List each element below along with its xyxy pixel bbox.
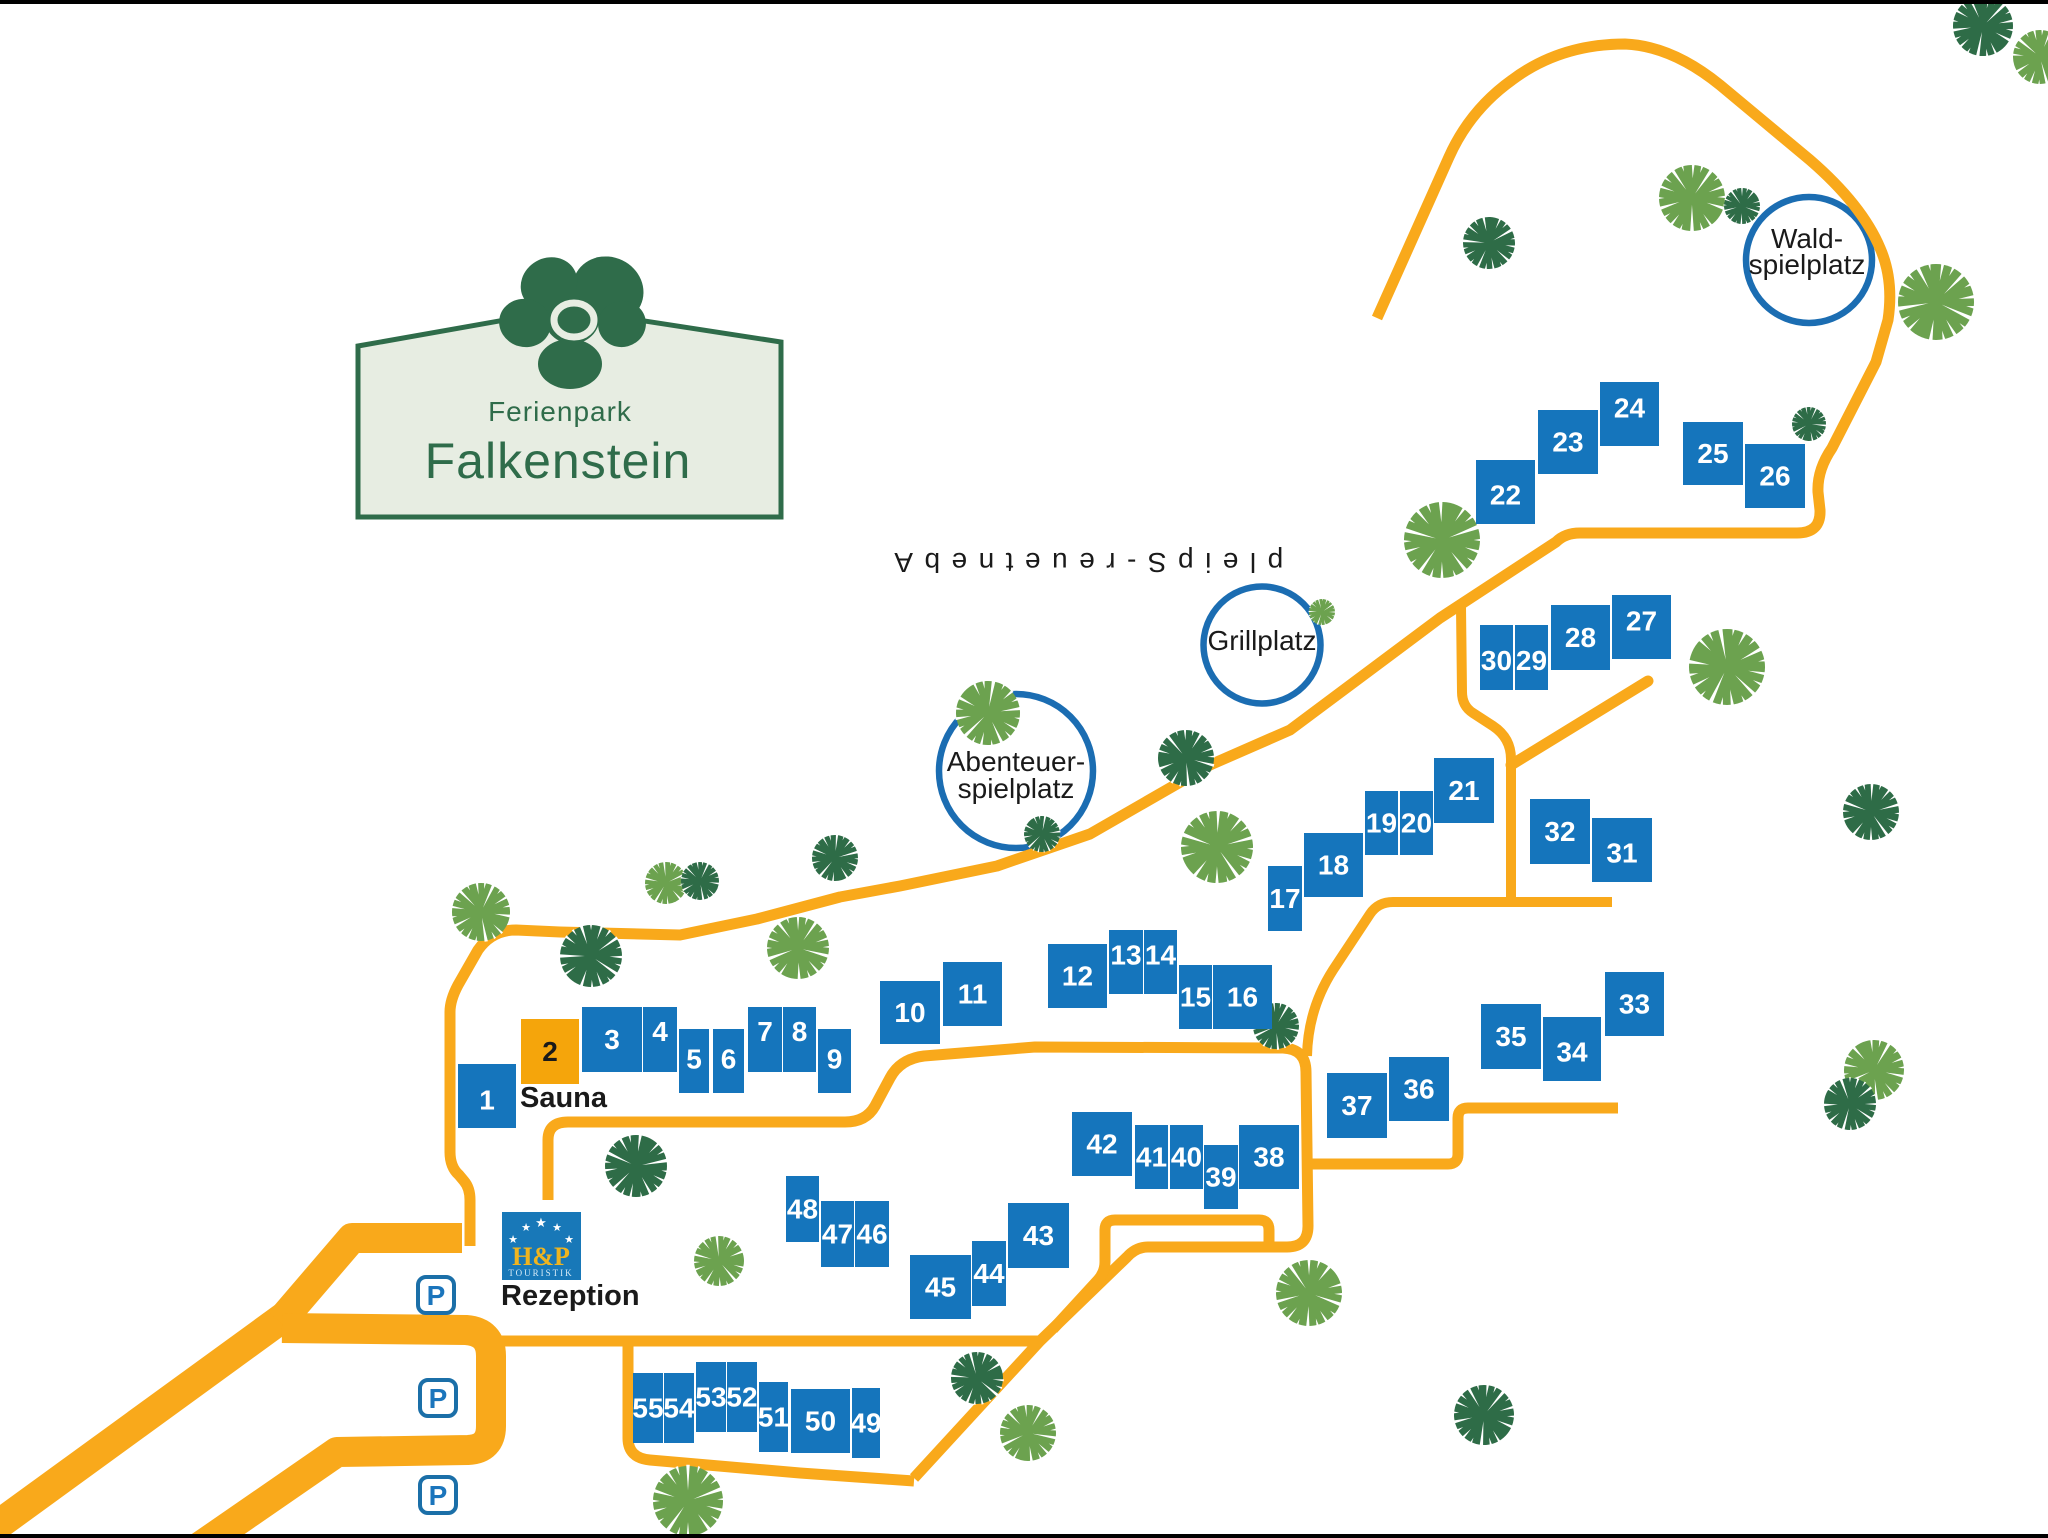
svg-text:P: P <box>429 1383 448 1414</box>
svg-text:30: 30 <box>1481 645 1512 676</box>
svg-text:3: 3 <box>604 1024 620 1055</box>
svg-text:32: 32 <box>1544 816 1575 847</box>
svg-text:Wald-: Wald- <box>1771 223 1843 254</box>
svg-text:11: 11 <box>958 979 988 1010</box>
svg-text:33: 33 <box>1619 989 1650 1020</box>
svg-text:1: 1 <box>479 1085 495 1116</box>
svg-text:23: 23 <box>1552 427 1583 458</box>
svg-text:pleipS-reuetnebA: pleipS-reuetnebA <box>883 547 1283 578</box>
svg-text:2: 2 <box>542 1036 558 1067</box>
svg-text:25: 25 <box>1697 438 1728 469</box>
svg-text:14: 14 <box>1145 940 1177 971</box>
svg-text:13: 13 <box>1110 940 1141 971</box>
svg-text:21: 21 <box>1448 775 1479 806</box>
svg-text:Falkenstein: Falkenstein <box>425 433 692 489</box>
svg-text:45: 45 <box>925 1272 956 1303</box>
svg-text:53: 53 <box>695 1382 726 1413</box>
svg-text:34: 34 <box>1556 1037 1588 1068</box>
svg-text:24: 24 <box>1614 393 1646 424</box>
svg-text:31: 31 <box>1606 838 1637 869</box>
svg-text:40: 40 <box>1171 1142 1202 1173</box>
svg-text:★: ★ <box>508 1234 518 1246</box>
svg-text:43: 43 <box>1023 1220 1054 1251</box>
svg-text:P: P <box>427 1280 446 1311</box>
svg-text:51: 51 <box>758 1402 789 1433</box>
svg-text:7: 7 <box>757 1016 773 1047</box>
svg-text:★: ★ <box>552 1222 562 1234</box>
svg-text:17: 17 <box>1269 883 1300 914</box>
svg-text:22: 22 <box>1490 480 1521 511</box>
svg-text:50: 50 <box>805 1406 836 1437</box>
svg-text:★: ★ <box>535 1215 547 1230</box>
svg-text:15: 15 <box>1180 982 1211 1013</box>
svg-text:27: 27 <box>1626 606 1657 637</box>
svg-text:★: ★ <box>564 1234 574 1246</box>
svg-text:Rezeption: Rezeption <box>501 1280 640 1312</box>
svg-text:4: 4 <box>652 1016 668 1047</box>
svg-text:18: 18 <box>1318 850 1349 881</box>
svg-text:49: 49 <box>850 1408 881 1439</box>
svg-text:42: 42 <box>1086 1129 1117 1160</box>
svg-text:Sauna: Sauna <box>520 1082 608 1114</box>
svg-text:54: 54 <box>663 1393 695 1424</box>
svg-text:19: 19 <box>1366 808 1397 839</box>
svg-text:8: 8 <box>792 1016 808 1047</box>
svg-text:46: 46 <box>856 1219 887 1250</box>
svg-text:H&P: H&P <box>512 1242 570 1271</box>
svg-text:spielplatz: spielplatz <box>958 773 1075 804</box>
svg-text:20: 20 <box>1401 808 1432 839</box>
svg-text:16: 16 <box>1227 982 1258 1013</box>
svg-text:41: 41 <box>1136 1142 1167 1173</box>
svg-text:48: 48 <box>787 1194 818 1225</box>
svg-text:26: 26 <box>1759 461 1790 492</box>
svg-text:spielplatz: spielplatz <box>1749 249 1866 280</box>
svg-text:Grillplatz: Grillplatz <box>1208 625 1317 656</box>
svg-text:38: 38 <box>1253 1142 1284 1173</box>
svg-text:6: 6 <box>721 1044 737 1075</box>
svg-text:37: 37 <box>1341 1090 1372 1121</box>
svg-text:44: 44 <box>973 1258 1005 1289</box>
svg-text:10: 10 <box>894 997 925 1028</box>
svg-text:★: ★ <box>521 1222 531 1234</box>
svg-text:35: 35 <box>1495 1021 1526 1052</box>
svg-text:29: 29 <box>1516 645 1547 676</box>
svg-text:55: 55 <box>632 1393 663 1424</box>
svg-text:Ferienpark: Ferienpark <box>488 396 632 427</box>
svg-text:52: 52 <box>726 1382 757 1413</box>
svg-text:Abenteuer-: Abenteuer- <box>947 746 1086 777</box>
svg-text:5: 5 <box>686 1044 702 1075</box>
svg-text:36: 36 <box>1403 1074 1434 1105</box>
svg-text:28: 28 <box>1565 622 1596 653</box>
svg-text:P: P <box>429 1480 448 1511</box>
svg-text:9: 9 <box>827 1044 843 1075</box>
svg-text:39: 39 <box>1205 1162 1236 1193</box>
svg-text:12: 12 <box>1062 961 1093 992</box>
svg-text:TOURISTIK: TOURISTIK <box>508 1268 573 1278</box>
svg-text:47: 47 <box>822 1219 853 1250</box>
